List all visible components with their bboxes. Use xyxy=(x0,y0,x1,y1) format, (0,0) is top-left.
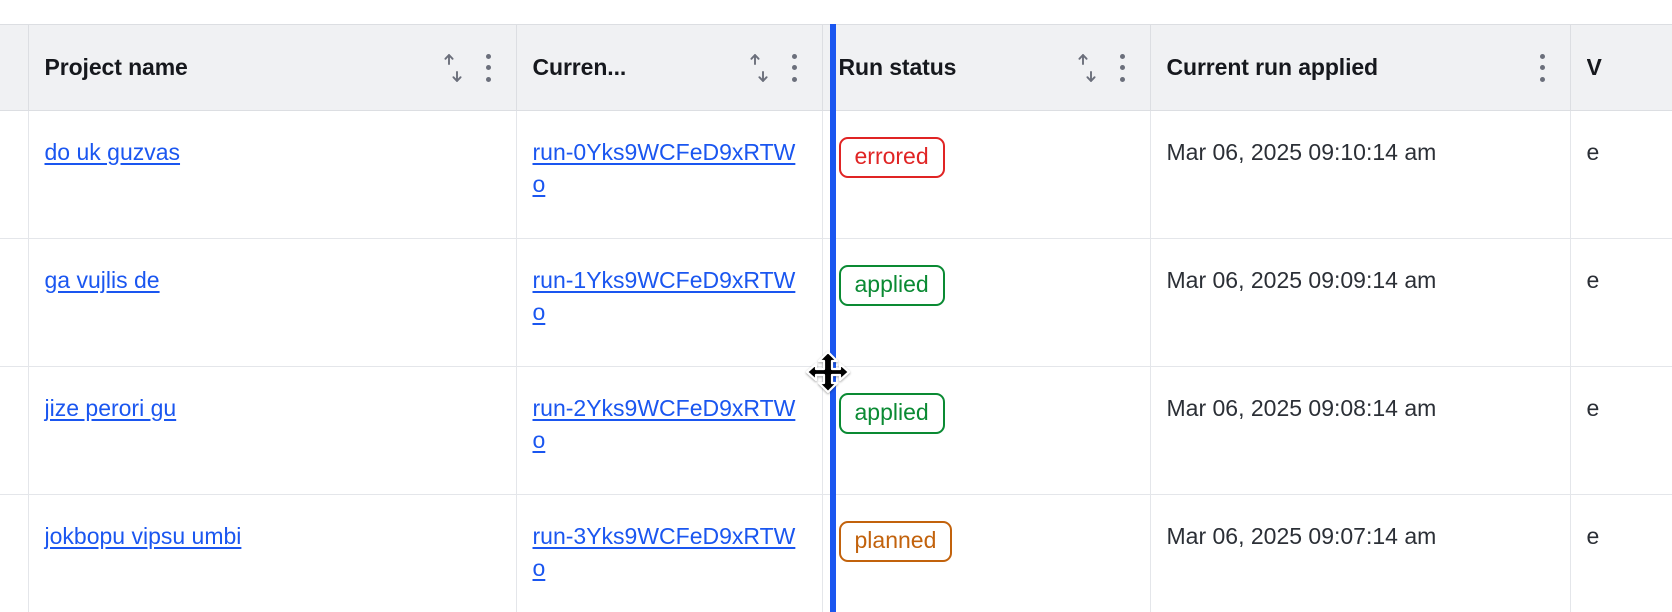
column-menu-kebab-icon-project[interactable] xyxy=(478,52,500,84)
cell-applied: Mar 06, 2025 09:08:14 am xyxy=(1150,366,1571,495)
table-header-row: Project name Curren... Run status Current r… xyxy=(0,24,1672,111)
column-header-tools-applied xyxy=(1532,52,1554,84)
row-select-cell[interactable] xyxy=(0,110,29,239)
column-header-applied[interactable]: Current run applied xyxy=(1150,24,1571,111)
table-row[interactable]: do uk guzvas run-0Yks9WCFeD9xRTWo errored M… xyxy=(0,110,1672,239)
link-run[interactable]: run-2Yks9WCFeD9xRTWo xyxy=(532,395,796,453)
sort-icon-run[interactable] xyxy=(748,53,770,83)
row-select-cell[interactable] xyxy=(0,238,29,367)
column-header-label-applied: Current run applied xyxy=(1166,54,1379,80)
text-applied: Mar 06, 2025 09:09:14 am xyxy=(1166,267,1437,293)
link-project[interactable]: jize perori gu xyxy=(44,395,177,421)
cell-project[interactable]: ga vujlis de xyxy=(28,238,517,367)
cell-next: e xyxy=(1570,366,1672,495)
link-run[interactable]: run-0Yks9WCFeD9xRTWo xyxy=(532,139,796,197)
table-row[interactable]: jokbopu vipsu umbi run-3Yks9WCFeD9xRTWo pl… xyxy=(0,494,1672,612)
table-scroll-container[interactable]: Project name Curren... Run status Current r… xyxy=(0,24,1672,612)
cell-applied: Mar 06, 2025 09:07:14 am xyxy=(1150,494,1571,612)
column-menu-kebab-icon-applied[interactable] xyxy=(1532,52,1554,84)
cell-next: e xyxy=(1570,494,1672,612)
cell-status: planned xyxy=(822,494,1151,612)
cell-run[interactable]: run-1Yks9WCFeD9xRTWo xyxy=(516,238,823,367)
column-header-tools-project xyxy=(442,52,500,84)
table-header: Project name Curren... Run status Current r… xyxy=(0,24,1672,111)
column-header-label-next: V xyxy=(1586,54,1602,80)
text-next: e xyxy=(1586,139,1600,165)
link-project[interactable]: do uk guzvas xyxy=(44,139,181,165)
column-header-status[interactable]: Run status xyxy=(822,24,1151,111)
cell-status: errored xyxy=(822,110,1151,239)
column-header-select[interactable] xyxy=(0,24,29,111)
cell-applied: Mar 06, 2025 09:10:14 am xyxy=(1150,110,1571,239)
column-header-label-status: Run status xyxy=(838,54,957,80)
link-project[interactable]: jokbopu vipsu umbi xyxy=(44,523,242,549)
status-badge: applied xyxy=(838,393,945,435)
column-menu-kebab-icon-status[interactable] xyxy=(1112,52,1134,84)
column-header-next[interactable]: V xyxy=(1570,24,1672,111)
sort-icon-project[interactable] xyxy=(442,53,464,83)
table-row[interactable]: jize perori gu run-2Yks9WCFeD9xRTWo applie… xyxy=(0,366,1672,495)
status-badge: planned xyxy=(838,521,953,563)
text-next: e xyxy=(1586,395,1600,421)
column-header-run[interactable]: Curren... xyxy=(516,24,823,111)
column-header-project[interactable]: Project name xyxy=(28,24,517,111)
row-select-cell[interactable] xyxy=(0,494,29,612)
cell-status: applied xyxy=(822,366,1151,495)
cell-next: e xyxy=(1570,110,1672,239)
cell-applied: Mar 06, 2025 09:09:14 am xyxy=(1150,238,1571,367)
status-badge: errored xyxy=(838,137,945,179)
link-run[interactable]: run-1Yks9WCFeD9xRTWo xyxy=(532,267,796,325)
text-next: e xyxy=(1586,267,1600,293)
projects-table: Project name Curren... Run status Current r… xyxy=(0,24,1672,612)
status-badge: applied xyxy=(838,265,945,307)
cell-status: applied xyxy=(822,238,1151,367)
column-header-label-project: Project name xyxy=(44,54,188,80)
column-menu-kebab-icon-run[interactable] xyxy=(784,52,806,84)
text-applied: Mar 06, 2025 09:07:14 am xyxy=(1166,523,1437,549)
text-next: e xyxy=(1586,523,1600,549)
table-row[interactable]: ga vujlis de run-1Yks9WCFeD9xRTWo applied M… xyxy=(0,238,1672,367)
sort-icon-status[interactable] xyxy=(1076,53,1098,83)
column-header-tools-status xyxy=(1076,52,1134,84)
column-header-label-run: Curren... xyxy=(532,54,627,80)
toolbar-spacer xyxy=(0,0,1672,24)
text-applied: Mar 06, 2025 09:10:14 am xyxy=(1166,139,1437,165)
cell-project[interactable]: jokbopu vipsu umbi xyxy=(28,494,517,612)
text-applied: Mar 06, 2025 09:08:14 am xyxy=(1166,395,1437,421)
link-project[interactable]: ga vujlis de xyxy=(44,267,160,293)
cell-project[interactable]: jize perori gu xyxy=(28,366,517,495)
cell-run[interactable]: run-3Yks9WCFeD9xRTWo xyxy=(516,494,823,612)
cell-next: e xyxy=(1570,238,1672,367)
cell-run[interactable]: run-0Yks9WCFeD9xRTWo xyxy=(516,110,823,239)
cell-run[interactable]: run-2Yks9WCFeD9xRTWo xyxy=(516,366,823,495)
cell-project[interactable]: do uk guzvas xyxy=(28,110,517,239)
link-run[interactable]: run-3Yks9WCFeD9xRTWo xyxy=(532,523,796,581)
row-select-cell[interactable] xyxy=(0,366,29,495)
column-header-tools-run xyxy=(748,52,806,84)
